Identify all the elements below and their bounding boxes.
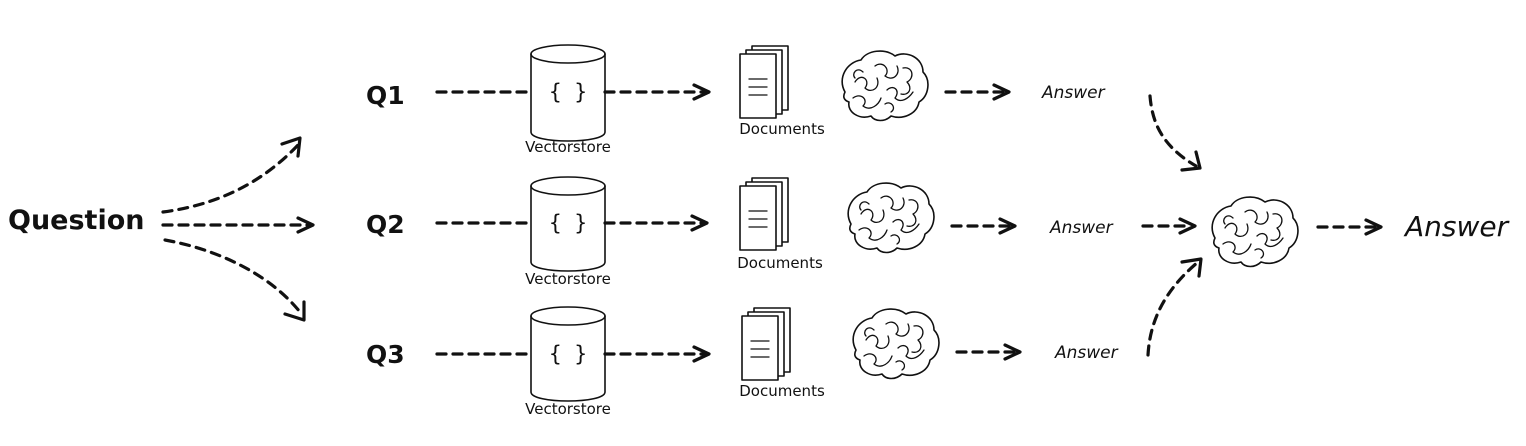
- merge-arrow-from-answer-3: [1146, 257, 1203, 357]
- fanout-arrow-up: [161, 136, 302, 214]
- final-answer-label: Answer: [1403, 210, 1510, 243]
- answer-label: Answer: [1049, 218, 1114, 238]
- brain-icon: [841, 50, 929, 122]
- database-cylinder-icon: { }: [530, 306, 606, 402]
- store-to-docs-arrow: [603, 214, 709, 232]
- question-label: Question: [8, 205, 145, 236]
- documents-label: Documents: [739, 120, 825, 138]
- query-label: Q3: [366, 340, 405, 369]
- brain-icon: [847, 182, 935, 254]
- llm-to-answer-arrow: [955, 343, 1022, 361]
- database-cylinder-icon: { }: [530, 176, 606, 272]
- store-to-docs-arrow: [603, 83, 711, 101]
- database-cylinder-icon: { }: [530, 44, 606, 142]
- answer-label: Answer: [1054, 343, 1119, 363]
- document-stack-icon: [739, 45, 789, 119]
- query-label: Q2: [366, 210, 405, 239]
- llm-to-answer-arrow: [944, 83, 1011, 101]
- fanout-arrow-middle: [161, 216, 315, 234]
- fanout-arrow-down: [163, 238, 306, 322]
- row-3: Q3 { } Vectorstore Documents Answer: [366, 306, 1119, 418]
- document-stack-icon: [739, 177, 789, 251]
- merge-arrow-from-answer-2: [1141, 217, 1197, 235]
- brain-icon: [852, 308, 940, 380]
- svg-text:{ }: { }: [549, 80, 587, 104]
- vectorstore-label: Vectorstore: [525, 400, 611, 418]
- answer-label: Answer: [1041, 83, 1106, 103]
- store-to-docs-arrow: [603, 345, 711, 363]
- merge-arrow-from-answer-1: [1148, 94, 1202, 172]
- document-stack-icon: [741, 307, 791, 381]
- query-label: Q1: [366, 81, 405, 110]
- vectorstore-label: Vectorstore: [525, 138, 611, 156]
- row-2: Q2 { } Vectorstore Documents Answer: [366, 176, 1114, 288]
- vectorstore-label: Vectorstore: [525, 270, 611, 288]
- svg-text:{ }: { }: [549, 342, 587, 366]
- brain-icon: [1211, 196, 1299, 268]
- documents-label: Documents: [739, 382, 825, 400]
- final-output-arrow: [1316, 218, 1383, 236]
- svg-text:{ }: { }: [549, 211, 587, 235]
- row-1: Q1 { } Vectorstore Documents Answer: [366, 44, 1106, 156]
- llm-to-answer-arrow: [950, 217, 1017, 235]
- documents-label: Documents: [737, 254, 823, 272]
